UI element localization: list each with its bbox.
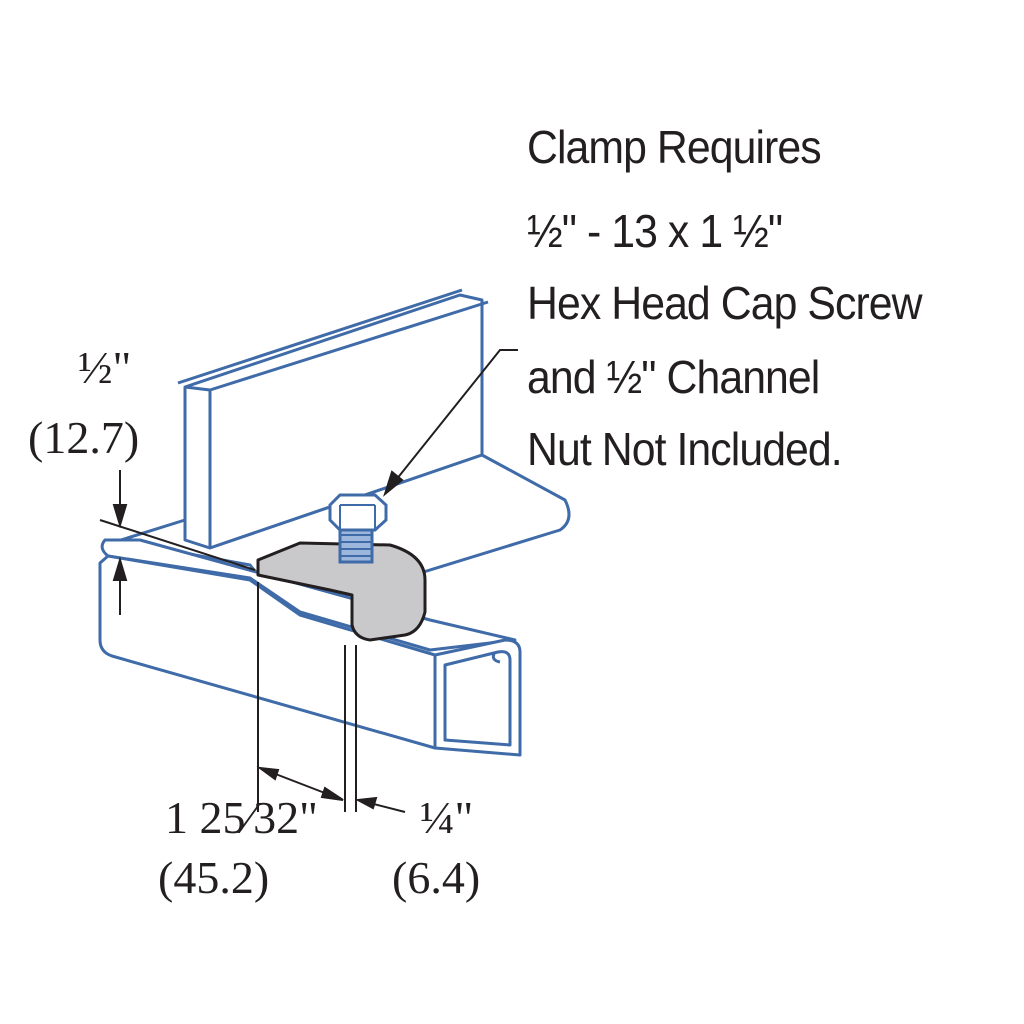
thickness-metric-label: (6.4) [392, 852, 481, 903]
height-metric-label: (12.7) [28, 412, 140, 463]
width-metric-label: (45.2) [158, 852, 270, 903]
callout-line-2: ½" - 13 x 1 ½" [527, 205, 783, 257]
width-imperial-label: 1 25⁄32" [165, 792, 318, 843]
callout-line-1: Clamp Requires [527, 121, 822, 173]
callout-line-5: Nut Not Included. [527, 423, 843, 475]
callout-line-4: and ½" Channel [527, 351, 820, 403]
hex-bolt [328, 493, 388, 564]
channel-end [433, 638, 522, 757]
callout-line-3: Hex Head Cap Screw [527, 277, 923, 329]
channel-front [98, 554, 437, 750]
thickness-imperial-label: ¼" [420, 792, 474, 843]
clamp-body [256, 541, 427, 642]
height-imperial-label: ½" [78, 342, 132, 393]
